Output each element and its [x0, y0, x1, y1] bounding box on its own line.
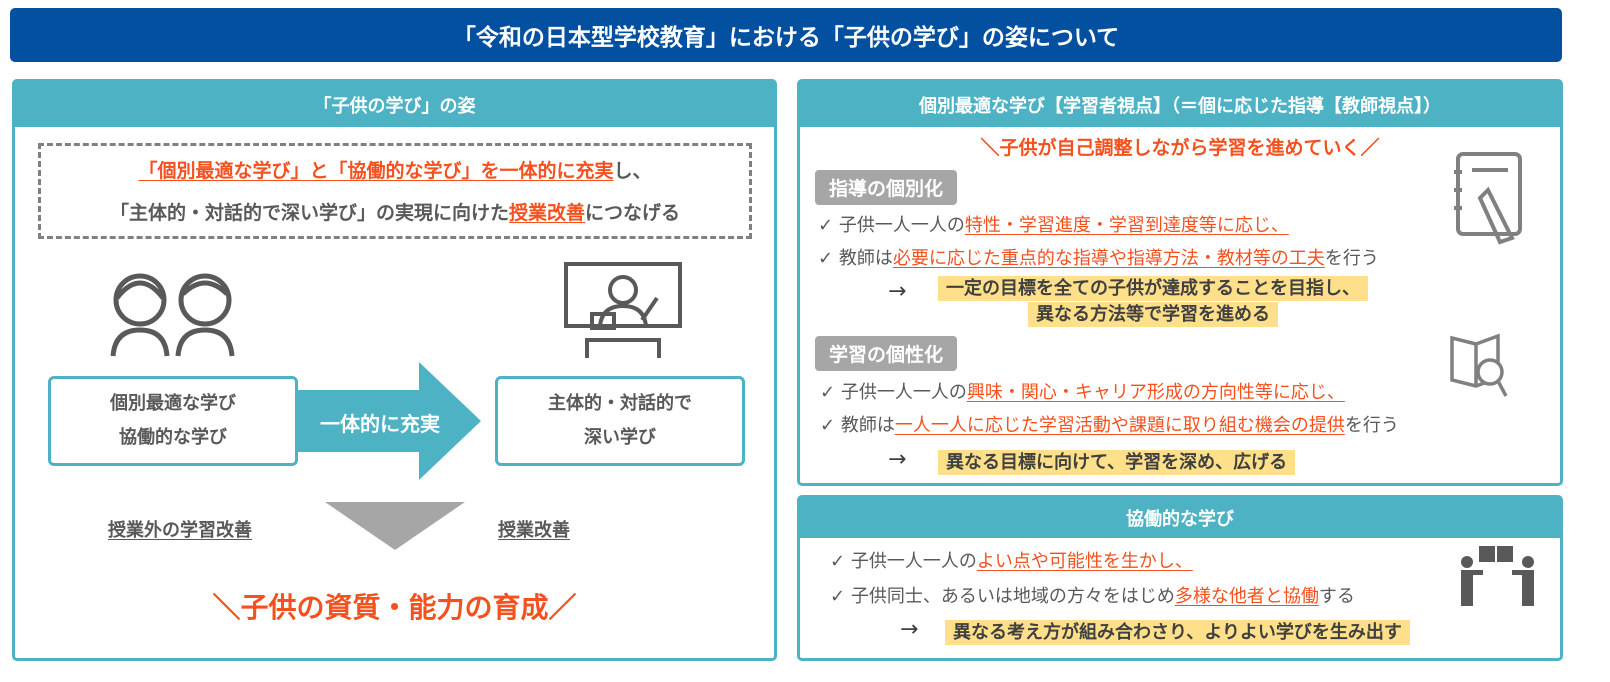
label-class-improvement: 授業改善	[498, 520, 570, 541]
children-icon	[110, 273, 235, 357]
people-puzzle-icon	[1461, 546, 1534, 606]
box-line: 個別最適な学び	[110, 392, 236, 414]
summary-dashed-box: 「個別最適な学び」と「協働的な学び」を一体的に充実し、 「主体的・対話的で深い学…	[38, 143, 752, 239]
panel-header: 個別最適な学び【学習者視点】（＝個に応じた指導【教師視点】）	[800, 82, 1560, 127]
item-text: 子供一人一人の	[850, 551, 977, 572]
result-text: 異なる考え方が組み合わさり、よりよい学びを生み出す	[945, 618, 1410, 645]
list-item: ✓ 教師は必要に応じた重点的な指導や指導方法・教材等の工夫を行う	[818, 244, 1379, 270]
box-line: 協働的な学び	[119, 427, 227, 448]
item-highlight: 多様な他者と協働	[1174, 586, 1319, 607]
item-text: を行う	[1344, 415, 1399, 436]
item-text: を行う	[1324, 248, 1379, 269]
right-arrow-shape	[297, 362, 481, 480]
deep-learning-box: 主体的・対話的で深い学び	[495, 376, 745, 466]
box-line: 深い学び	[584, 427, 656, 448]
item-text: 子供一人一人の	[840, 382, 967, 403]
list-item: ✓ 子供一人一人の興味・関心・キャリア形成の方向性等に応じ、	[820, 378, 1345, 404]
arrow-icon: →	[888, 279, 907, 304]
book-magnifier-icon	[1450, 333, 1508, 397]
check-icon: ✓	[818, 215, 834, 236]
outcome-slogan: ＼子供の資質・能力の育成／	[212, 591, 577, 624]
summary-text: 「主体的・対話的で深い学び」の実現に向けた	[109, 202, 509, 224]
item-highlight: 必要に応じた重点的な指導や指導方法・教材等の工夫	[892, 248, 1325, 269]
result-line: 異なる方法等で学習を進める	[1028, 302, 1278, 327]
item-highlight: よい点や可能性を生かし、	[976, 551, 1193, 572]
item-highlight: 一人一人に応じた学習活動や課題に取り組む機会の提供	[894, 415, 1345, 436]
check-icon: ✓	[818, 248, 834, 269]
down-triangle-shape	[325, 502, 465, 550]
learning-figure-panel: 「子供の学び」の姿	[12, 79, 777, 661]
result-text: 一定の目標を全ての子供が達成することを目指し、 異なる方法等で学習を進める	[938, 276, 1368, 328]
item-text: 子供同士、あるいは地域の方々をはじめ	[850, 586, 1175, 607]
arrow-label: 一体的に充実	[320, 412, 440, 436]
section-tag: 指導の個別化	[815, 170, 958, 205]
summary-highlight: 「個別最適な学び」と「協働的な学び」を一体的に充実	[138, 160, 614, 182]
summary-text: につなげる	[585, 202, 681, 224]
result-line: 異なる目標に向けて、学習を深め、広げる	[938, 450, 1296, 475]
result-line: 異なる考え方が組み合わさり、よりよい学びを生み出す	[945, 620, 1410, 645]
check-icon: ✓	[830, 586, 846, 607]
panel-header: 協働的な学び	[800, 498, 1560, 538]
item-text: 教師は	[838, 248, 893, 269]
arrow-icon: →	[900, 617, 919, 642]
item-text: する	[1318, 586, 1355, 607]
arrow-icon: →	[888, 447, 907, 472]
summary-text: し、	[613, 160, 652, 182]
page-title: 「令和の日本型学校教育」における「子供の学び」の姿について	[10, 8, 1562, 62]
list-item: ✓ 子供同士、あるいは地域の方々をはじめ多様な他者と協働する	[830, 582, 1355, 608]
item-text: 子供一人一人の	[838, 215, 965, 236]
item-highlight: 特性・学習進度・学習到達度等に応じ、	[964, 215, 1289, 236]
label-outside-class: 授業外の学習改善	[108, 520, 252, 541]
list-item: ✓ 子供一人一人のよい点や可能性を生かし、	[830, 547, 1193, 573]
notebook-pencil-icon	[1454, 152, 1522, 245]
item-highlight: 興味・関心・キャリア形成の方向性等に応じ、	[966, 382, 1345, 403]
check-icon: ✓	[820, 415, 836, 436]
summary-highlight: 授業改善	[508, 202, 585, 224]
panel-header: 「子供の学び」の姿	[15, 82, 774, 127]
section-tag: 学習の個性化	[815, 336, 958, 371]
result-text: 異なる目標に向けて、学習を深め、広げる	[938, 448, 1296, 475]
check-icon: ✓	[830, 551, 846, 572]
self-regulation-slogan: ＼子供が自己調整しながら学習を進めていく／	[980, 137, 1380, 159]
list-item: ✓ 教師は一人一人に応じた学習活動や課題に取り組む機会の提供を行う	[820, 411, 1399, 437]
check-icon: ✓	[820, 382, 836, 403]
box-line: 主体的・対話的で	[548, 392, 692, 414]
item-text: 教師は	[840, 415, 895, 436]
result-line: 一定の目標を全ての子供が達成することを目指し、	[938, 276, 1368, 301]
individual-collaborative-box: 個別最適な学び協働的な学び	[48, 376, 298, 466]
list-item: ✓ 子供一人一人の特性・学習進度・学習到達度等に応じ、	[818, 211, 1289, 237]
teacher-icon	[564, 262, 682, 358]
